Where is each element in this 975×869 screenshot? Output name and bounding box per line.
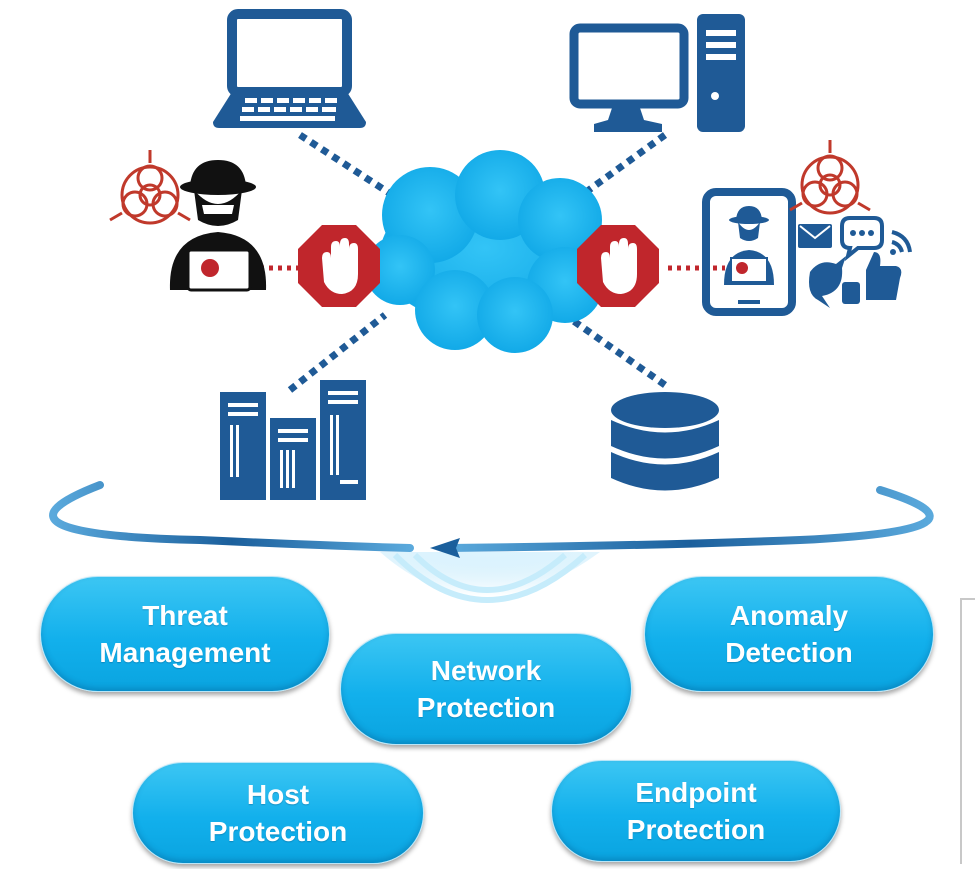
link-database <box>562 312 668 388</box>
capability-line2: Detection <box>725 637 853 668</box>
stop-hand-icon <box>298 225 380 307</box>
cloud-icon <box>365 150 603 353</box>
network-links <box>287 132 668 393</box>
frame-edge <box>960 598 975 864</box>
tablet-icon <box>702 188 796 316</box>
link-desktop <box>572 132 668 203</box>
capability-network-protection: Network Protection <box>340 633 632 745</box>
biohazard-icon <box>109 150 191 225</box>
social-media-icon <box>798 216 912 308</box>
capability-line1: Endpoint <box>635 777 757 808</box>
glow-waves <box>392 552 588 603</box>
hacker-icon <box>169 160 267 292</box>
capability-line2: Management <box>99 637 271 668</box>
link-laptop <box>298 132 402 203</box>
capability-anomaly-detection: Anomaly Detection <box>644 576 934 692</box>
capability-line1: Threat <box>142 600 228 631</box>
capability-line2: Protection <box>416 692 556 723</box>
capability-endpoint-protection: Endpoint Protection <box>551 760 841 862</box>
capability-line2: Protection <box>626 814 766 845</box>
ring-arrow <box>49 481 934 558</box>
link-servers <box>287 312 388 393</box>
capability-host-protection: Host Protection <box>132 762 424 864</box>
server-rack-icon <box>220 380 366 500</box>
capability-line1: Network <box>430 655 542 686</box>
capability-line2: Protection <box>208 816 348 847</box>
stop-hand-icon <box>577 225 659 307</box>
laptop-icon <box>213 9 366 128</box>
database-icon <box>611 392 719 491</box>
capability-line1: Host <box>246 779 310 810</box>
capability-line1: Anomaly <box>729 600 849 631</box>
hacker-icon <box>724 206 774 285</box>
biohazard-icon <box>789 140 871 215</box>
desktop-computer-icon <box>569 14 745 132</box>
capability-threat-management: Threat Management <box>40 576 330 692</box>
